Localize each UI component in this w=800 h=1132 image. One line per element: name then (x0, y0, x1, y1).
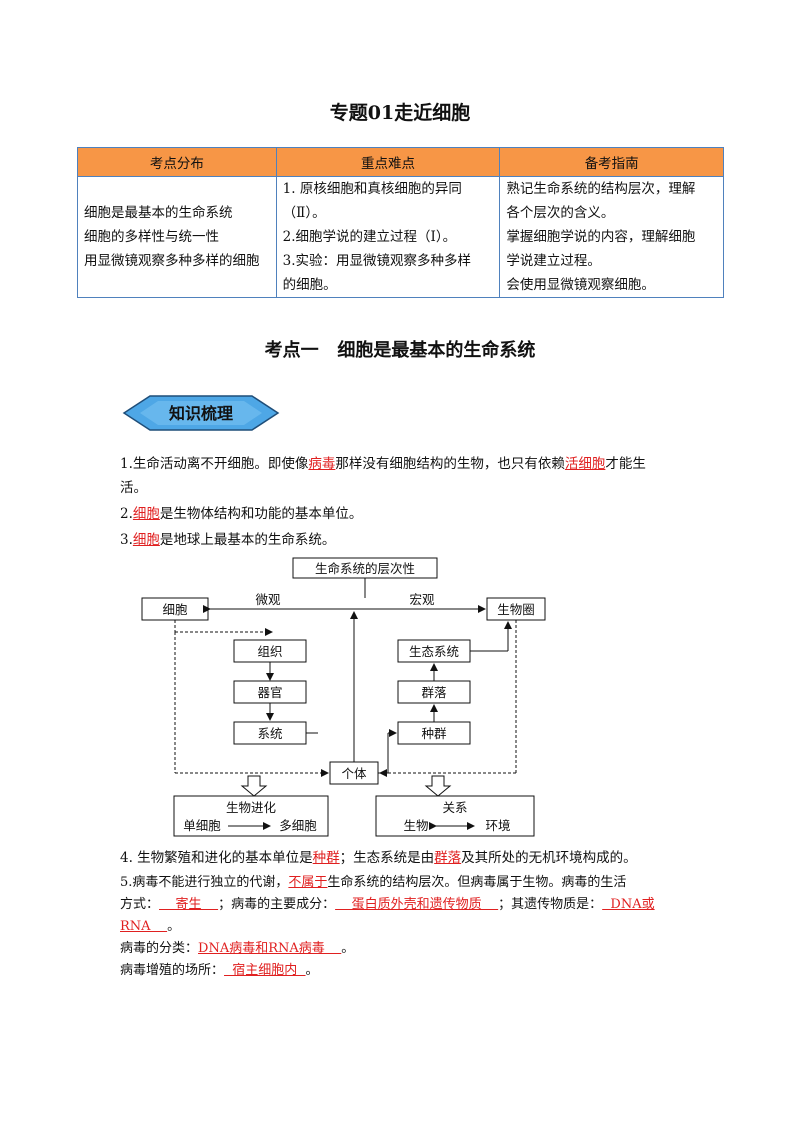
answer-text: DNA或 (602, 897, 655, 912)
section-title: 考点一 细胞是最基本的生命系统 (264, 340, 536, 361)
diagram-micro-label: 微观 (255, 592, 281, 607)
life-system-diagram: 生命系统的层次性 细胞 生物圈 微观 宏观 组织 器官 系统 个体 生态系统 群… (141, 557, 546, 837)
diagram-evolution-box (173, 795, 329, 837)
text: 4. 生物繁殖和进化的基本单位是 (120, 850, 313, 866)
answer-text: 寄生 (159, 897, 219, 912)
answer-text: 种群 (312, 850, 340, 866)
table-cell: 1. 原核细胞和真核细胞的异同 （Ⅱ）。 2.细胞学说的建立过程（Ⅰ）。 3.实… (275, 176, 501, 298)
paragraph-7: 病毒增殖的场所： 宿主细胞内 。 (120, 960, 319, 982)
text: 。 (305, 963, 319, 978)
diagram-relation-right: 环境 (485, 818, 510, 833)
knowledge-badge: 知识梳理 (122, 395, 280, 431)
table-header: 重点难点 (275, 147, 501, 177)
diagram-macro-label: 宏观 (409, 592, 435, 607)
diagram-community-box (397, 680, 471, 704)
answer-text: 活细胞 (564, 456, 606, 472)
text: 2. (120, 506, 133, 522)
answer-text: RNA (120, 919, 168, 934)
cell-line: 用显微镜观察多种多样的细胞 (84, 253, 260, 269)
table-header: 备考指南 (499, 147, 724, 177)
text: 3. (120, 532, 133, 548)
text: 那样没有细胞结构的生物，也只有依赖 (335, 456, 565, 472)
diagram-organ-label: 器官 (257, 685, 282, 700)
table-header: 考点分布 (77, 147, 277, 177)
paragraph-3: 3.细胞是地球上最基本的生命系统。 (120, 528, 335, 552)
table-cell: 细胞是最基本的生命系统 细胞的多样性与统一性 用显微镜观察多种多样的细胞 (77, 176, 277, 298)
diagram-biosphere-label: 生物圈 (497, 602, 535, 617)
cell-line: 1. 原核细胞和真核细胞的异同 (282, 181, 462, 197)
text: 病毒的分类： (120, 941, 199, 956)
page-title: 专题01走近细胞 (329, 102, 471, 124)
diagram-cell-label: 细胞 (162, 602, 188, 617)
down-arrow-icon (424, 775, 452, 797)
diagram-community-label: 群落 (421, 685, 447, 700)
cell-line: 2.细胞学说的建立过程（Ⅰ）。 (282, 229, 457, 245)
diagram-system-label: 系统 (257, 726, 282, 741)
answer-text: DNA病毒和RNA病毒 (198, 941, 342, 956)
cell-line: 3.实验：用显微镜观察多种多样 (282, 253, 472, 269)
diagram-relation-left: 生物 (403, 818, 428, 833)
paragraph-6: 病毒的分类：DNA病毒和RNA病毒 。 (120, 938, 354, 960)
answer-text: 不属于 (288, 875, 328, 890)
diagram-relation-title: 关系 (442, 800, 467, 815)
text: 。 (341, 941, 355, 956)
diagram-ecosystem-label: 生态系统 (409, 644, 459, 659)
badge-label: 知识梳理 (169, 404, 233, 423)
diagram-individual-label: 个体 (341, 766, 367, 781)
answer-text: 细胞 (132, 506, 160, 522)
text: ；其遗传物质是： (498, 897, 603, 912)
text: 是地球上最基本的生命系统。 (159, 532, 336, 548)
paragraph-4: 4. 生物繁殖和进化的基本单位是种群；生态系统是由群落及其所处的无机环境构成的。 (120, 846, 637, 870)
answer-text: 病毒 (308, 456, 336, 472)
text: 5.病毒不能进行独立的代谢， (120, 875, 289, 890)
badge-inner-icon (140, 401, 262, 425)
text: 是生物体结构和功能的基本单位。 (159, 506, 363, 522)
cell-line: 掌握细胞学说的内容，理解细胞 (506, 229, 696, 245)
answer-text: 宿主细胞内 (224, 963, 306, 978)
diagram-evolution-right: 多细胞 (279, 818, 317, 833)
text: ；病毒的主要成分： (218, 897, 336, 912)
cell-line: 的细胞。 (282, 277, 337, 293)
text: 1.生命活动离不开细胞。即使像 (120, 456, 309, 472)
text: 。 (167, 919, 181, 934)
text: ；生态系统是由 (339, 850, 435, 866)
diagram-top-label: 生命系统的层次性 (315, 561, 415, 576)
text: 活。 (120, 480, 147, 496)
text: 才能生 (605, 456, 646, 472)
table-cell: 熟记生命系统的结构层次，理解 各个层次的含义。 掌握细胞学说的内容，理解细胞 学… (499, 176, 724, 298)
diagram-tissue-label: 组织 (257, 644, 282, 659)
cell-line: 各个层次的含义。 (506, 205, 615, 221)
paragraph-2: 2.细胞是生物体结构和功能的基本单位。 (120, 502, 362, 526)
diagram-population-label: 种群 (421, 726, 447, 741)
text: 病毒增殖的场所： (120, 963, 225, 978)
paragraph-5: 5.病毒不能进行独立的代谢，不属于生命系统的结构层次。但病毒属于生物。病毒的生活… (120, 872, 690, 938)
diagram-evolution-left: 单细胞 (183, 818, 221, 833)
diagram-evolution-title: 生物进化 (226, 800, 277, 815)
answer-text: 群落 (434, 850, 462, 866)
diagram-population-box (397, 721, 471, 745)
exam-guide-table: 考点分布 重点难点 备考指南 细胞是最基本的生命系统 细胞的多样性与统一性 用显… (77, 147, 724, 298)
table-header-row: 考点分布 重点难点 备考指南 (77, 147, 724, 177)
cell-line: （Ⅱ）。 (282, 205, 326, 221)
table-row: 细胞是最基本的生命系统 细胞的多样性与统一性 用显微镜观察多种多样的细胞 1. … (77, 176, 724, 298)
paragraph-1: 1.生命活动离不开细胞。即使像病毒那样没有细胞结构的生物，也只有依赖活细胞才能生… (120, 452, 690, 500)
cell-line: 会使用显微镜观察细胞。 (506, 277, 655, 293)
text: 及其所处的无机环境构成的。 (461, 850, 637, 866)
cell-line: 细胞的多样性与统一性 (84, 229, 219, 245)
answer-text: 蛋白质外壳和遗传物质 (335, 897, 499, 912)
answer-text: 细胞 (132, 532, 160, 548)
cell-line: 熟记生命系统的结构层次，理解 (506, 181, 696, 197)
text: 生命系统的结构层次。但病毒属于生物。病毒的生活 (327, 875, 627, 890)
down-arrow-icon (240, 775, 268, 797)
cell-line: 细胞是最基本的生命系统 (84, 205, 233, 221)
text: 方式： (120, 897, 160, 912)
cell-line: 学说建立过程。 (506, 253, 601, 269)
